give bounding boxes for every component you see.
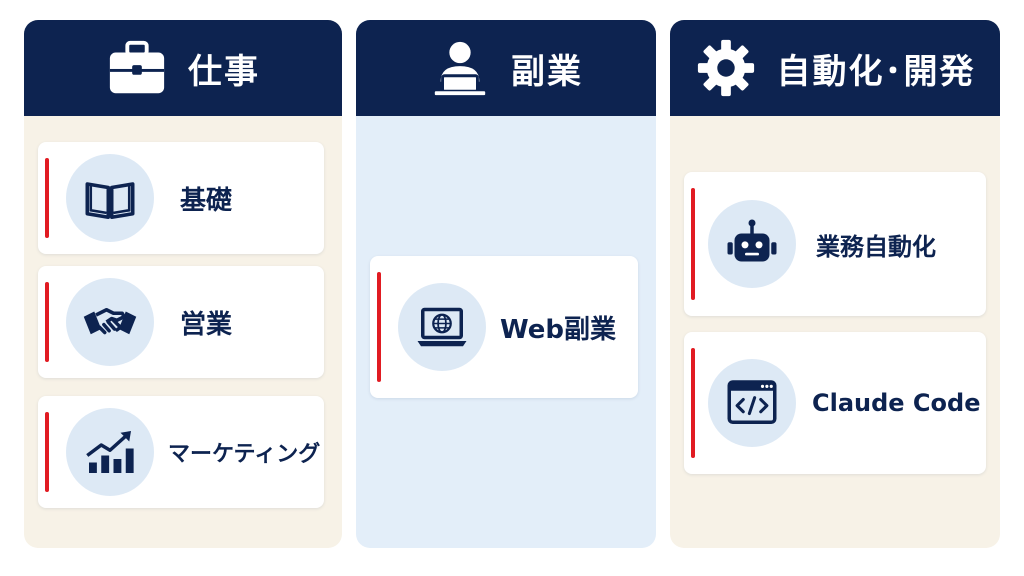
card-accent-bar [377,272,381,382]
handshake-icon [66,278,154,366]
card-sales-label: 営業 [180,309,233,340]
card-accent-bar [691,188,695,300]
column-work: 仕事 基礎 営業 [24,20,342,548]
gear-icon [695,37,757,99]
column-work-header: 仕事 [24,20,342,116]
column-automation-dev-title: 自動化･開発 [776,51,976,92]
person-laptop-icon [429,37,491,99]
column-automation-dev-header: 自動化･開発 [670,20,1000,116]
card-claude-code-label: Claude Code [812,389,981,417]
card-accent-bar [45,158,49,238]
column-side-job-title: 副業 [511,51,583,92]
card-business-automation-label: 業務自動化 [816,232,936,261]
card-web-side-job-label: Web副業 [500,314,616,345]
briefcase-icon [106,37,168,99]
card-accent-bar [45,282,49,362]
card-basics[interactable]: 基礎 [38,142,324,254]
card-marketing[interactable]: マーケティング [38,396,324,508]
code-window-icon [708,359,796,447]
card-claude-code[interactable]: Claude Code [684,332,986,474]
card-accent-bar [45,412,49,492]
open-book-icon [66,154,154,242]
column-side-job-header: 副業 [356,20,656,116]
column-side-job: 副業 Web副業 [356,20,656,548]
card-web-side-job[interactable]: Web副業 [370,256,638,398]
card-marketing-label: マーケティング [168,442,321,467]
card-business-automation[interactable]: 業務自動化 [684,172,986,316]
growth-chart-icon [66,408,154,496]
card-sales[interactable]: 営業 [38,266,324,378]
laptop-globe-icon [398,283,486,371]
robot-icon [708,200,796,288]
card-basics-label: 基礎 [180,185,233,216]
card-accent-bar [691,348,695,458]
column-automation-dev: 自動化･開発 業務自動化 [670,20,1000,548]
column-work-title: 仕事 [188,51,260,92]
